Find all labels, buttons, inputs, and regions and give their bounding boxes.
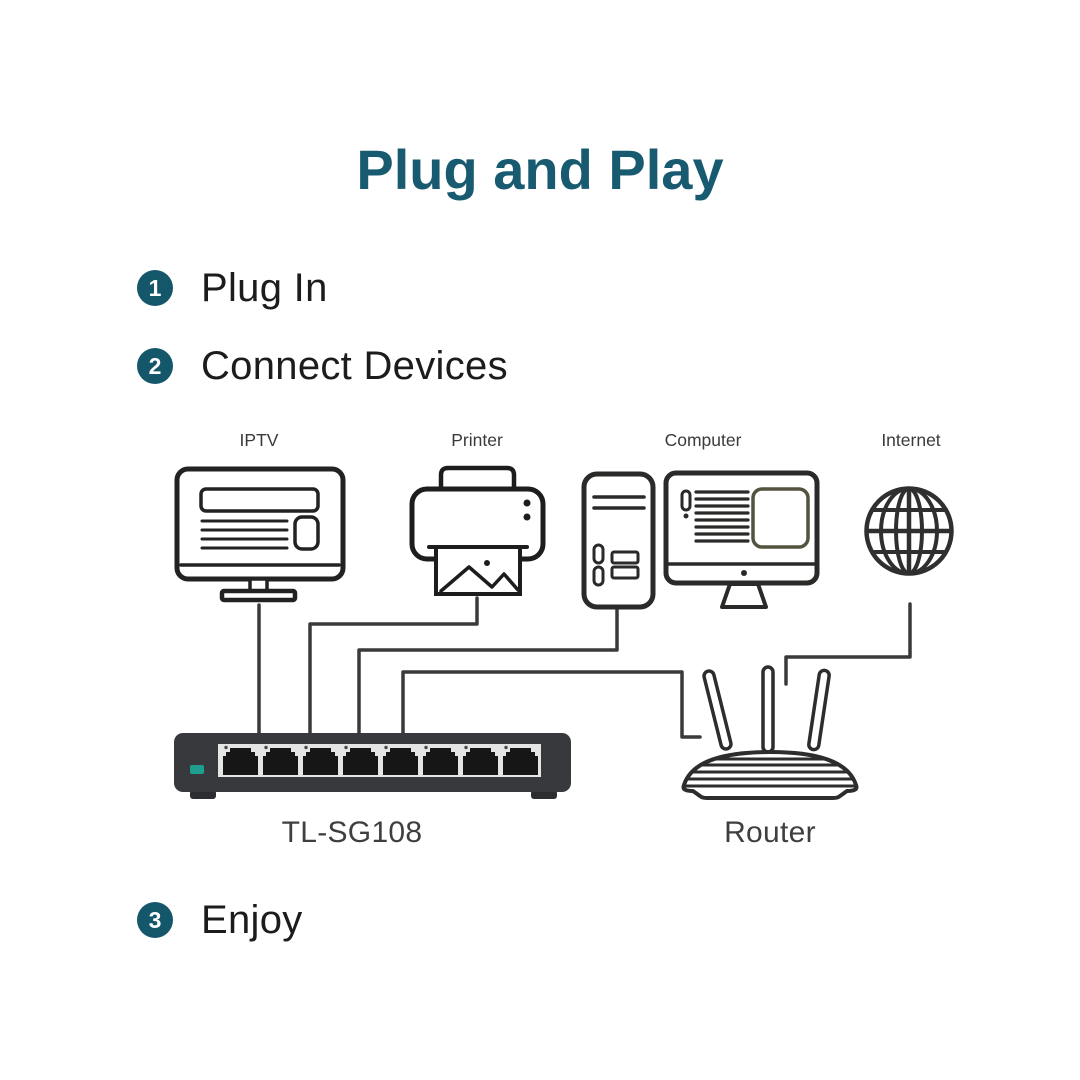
step-enjoy: 3 Enjoy [137, 898, 303, 942]
line-printer-to-switch [308, 596, 479, 736]
iptv-icon [174, 466, 346, 603]
switch-foot-left [190, 790, 216, 799]
line-internet-to-router [784, 602, 912, 686]
step-1-label: Plug In [201, 266, 328, 310]
printer-icon [409, 465, 546, 596]
page-title: Plug and Play [356, 138, 724, 201]
step-connect-devices: 2 Connect Devices [137, 344, 508, 388]
switch-foot-right [531, 790, 557, 799]
printer-label: Printer [451, 430, 503, 450]
switch-ports [223, 748, 538, 775]
computer-label: Computer [664, 430, 742, 450]
step-3-badge: 3 [137, 902, 173, 938]
internet-globe-icon [864, 486, 954, 576]
step-3-label: Enjoy [201, 898, 303, 942]
line-switch-to-router [401, 670, 702, 739]
iptv-label: IPTV [239, 430, 279, 450]
step-1-badge: 1 [137, 270, 173, 306]
step-plug-in: 1 Plug In [137, 266, 328, 310]
switch-device [174, 733, 571, 799]
computer-icon [581, 470, 820, 610]
internet-label: Internet [881, 430, 941, 450]
step-2-label: Connect Devices [201, 344, 508, 388]
connection-lines [257, 596, 912, 739]
router-antennas [702, 665, 831, 754]
switch-power-led [190, 765, 204, 774]
step-2-badge: 2 [137, 348, 173, 384]
router-label: Router [724, 816, 816, 849]
router-device [681, 665, 859, 800]
line-computer-to-switch [357, 608, 619, 736]
switch-port-leds [224, 745, 508, 750]
switch-model-label: TL-SG108 [281, 816, 423, 849]
